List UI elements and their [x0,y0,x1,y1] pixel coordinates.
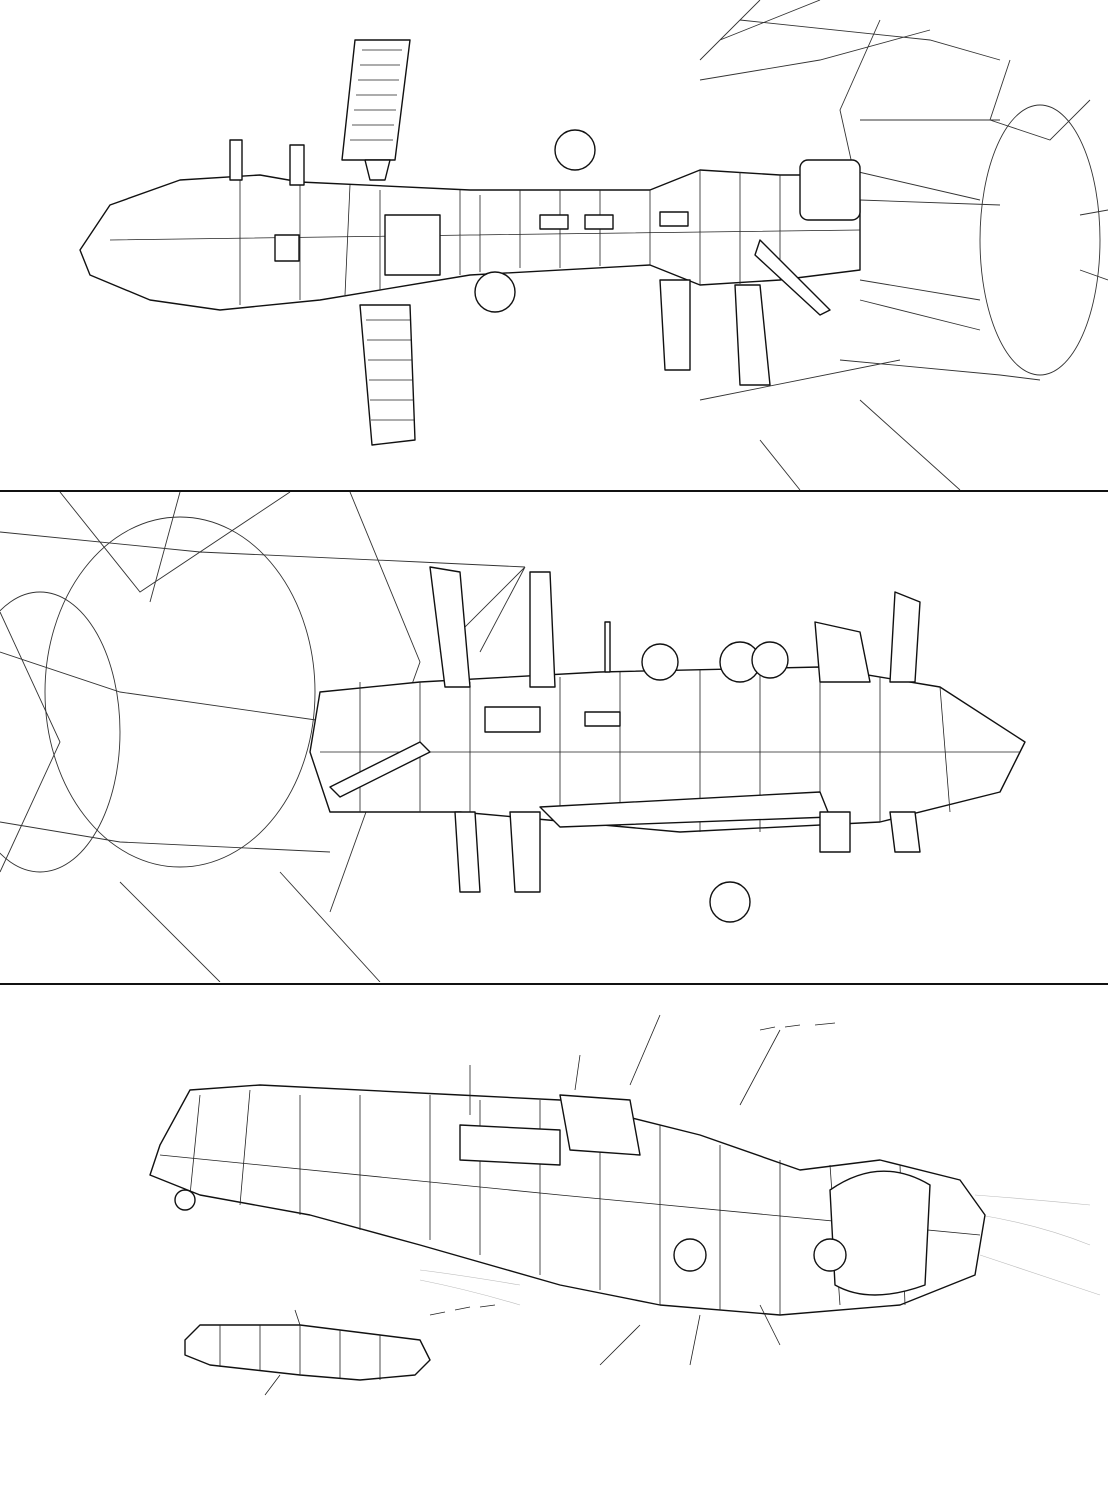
panel-3-ships-perspective [0,985,1108,1500]
fins [659,239,831,386]
small-ship [184,1309,431,1396]
panel-divider [0,983,1108,985]
solar-sail-net [699,0,1108,490]
ship-hull [309,666,1026,833]
panel-2-ship-rear-view [0,492,1108,982]
pods [604,621,789,923]
solar-sail-net [0,492,526,982]
ship-hull [79,139,861,311]
fins [329,566,921,893]
solar-panel-lower [359,304,416,446]
solar-panel-upper [341,39,411,181]
engine-exhaust [419,1194,1101,1306]
panel-1-illustration [79,0,1108,490]
panel-divider [0,490,1108,492]
large-ship [149,1084,986,1316]
panel-1-ship-side-view [0,0,1108,490]
panel-3-illustration [149,1014,1101,1396]
large-ship-fins [469,1014,781,1366]
fighter-squadrons [429,1022,836,1316]
pods [474,129,596,313]
panel-2-illustration [0,492,1026,982]
